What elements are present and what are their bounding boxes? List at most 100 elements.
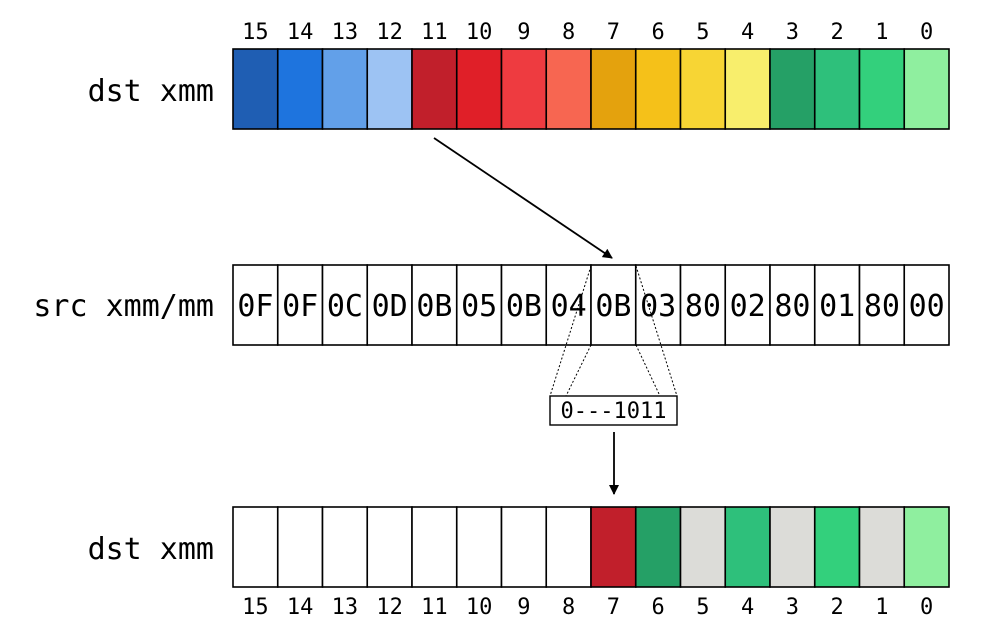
src-byte-14 bbox=[276, 264, 324, 346]
src-byte-9 bbox=[500, 264, 548, 346]
src-byte-value-2: 01 bbox=[819, 289, 855, 324]
bottom-index-10: 10 bbox=[466, 595, 493, 620]
bottom-index-11: 11 bbox=[421, 595, 448, 620]
top-index-15: 15 bbox=[242, 20, 269, 45]
dst-top-byte-3 bbox=[769, 48, 816, 130]
top-index-13: 13 bbox=[332, 20, 359, 45]
src-byte-value-14: 0F bbox=[282, 289, 318, 324]
bottom-index-5: 5 bbox=[696, 595, 709, 620]
top-index-5: 5 bbox=[696, 20, 709, 45]
src-byte-value-7: 0B bbox=[595, 289, 631, 324]
top-index-2: 2 bbox=[831, 20, 844, 45]
dst-bottom-byte-13 bbox=[321, 506, 369, 588]
bottom-index-2: 2 bbox=[831, 595, 844, 620]
dst-top-byte-9 bbox=[500, 48, 548, 130]
bottom-index-7: 7 bbox=[607, 595, 620, 620]
top-index-10: 10 bbox=[466, 20, 493, 45]
src-byte-0 bbox=[903, 264, 950, 346]
bottom-index-6: 6 bbox=[652, 595, 665, 620]
dst-bottom-byte-9 bbox=[500, 506, 548, 588]
dst-top-byte-15 bbox=[232, 48, 279, 130]
dst-bottom-byte-7 bbox=[590, 506, 637, 588]
top-index-7: 7 bbox=[607, 20, 620, 45]
top-index-11: 11 bbox=[421, 20, 448, 45]
dst-bottom-byte-5 bbox=[679, 506, 727, 588]
src-byte-value-13: 0C bbox=[327, 289, 363, 324]
dst-bottom-byte-6 bbox=[634, 506, 682, 588]
dst-top-byte-5 bbox=[679, 48, 727, 130]
dst-top-byte-11 bbox=[411, 48, 458, 130]
dst-top-byte-13 bbox=[321, 48, 369, 130]
dst-top-byte-8 bbox=[545, 48, 592, 130]
src-byte-value-5: 80 bbox=[685, 289, 721, 324]
dst-bottom-byte-2 bbox=[813, 506, 861, 588]
top-index-1: 1 bbox=[875, 20, 888, 45]
selector-expansion-lines bbox=[549, 265, 678, 397]
dst-top-byte-1 bbox=[858, 48, 906, 130]
top-index-14: 14 bbox=[287, 20, 314, 45]
dst-top-byte-4 bbox=[724, 48, 771, 130]
src-label: src xmm/mm bbox=[33, 289, 214, 324]
src-byte-2 bbox=[813, 264, 861, 346]
dst-bottom-byte-14 bbox=[276, 506, 324, 588]
src-byte-value-0: 00 bbox=[909, 289, 945, 324]
src-byte-value-15: 0F bbox=[237, 289, 273, 324]
bottom-index-12: 12 bbox=[376, 595, 403, 620]
gather-arrow bbox=[433, 137, 613, 259]
selector-bits: 0---1011 bbox=[561, 399, 667, 424]
src-byte-15 bbox=[232, 264, 279, 346]
src-byte-value-12: 0D bbox=[372, 289, 408, 324]
bottom-index-13: 13 bbox=[332, 595, 359, 620]
top-index-8: 8 bbox=[562, 20, 575, 45]
src-byte-value-9: 0B bbox=[506, 289, 542, 324]
top-index-6: 6 bbox=[652, 20, 665, 45]
dst-bottom-byte-4 bbox=[724, 506, 771, 588]
src-byte-value-4: 02 bbox=[730, 289, 766, 324]
src-byte-11 bbox=[411, 264, 458, 346]
dst-top-byte-6 bbox=[634, 48, 682, 130]
src-byte-4 bbox=[724, 264, 771, 346]
src-byte-7 bbox=[590, 264, 637, 346]
dst-bottom-label: dst xmm bbox=[88, 532, 214, 567]
bottom-index-1: 1 bbox=[875, 595, 888, 620]
src-byte-value-8: 04 bbox=[551, 289, 587, 324]
src-byte-10 bbox=[455, 264, 503, 346]
src-byte-value-1: 80 bbox=[864, 289, 900, 324]
dst-top-byte-7 bbox=[590, 48, 637, 130]
src-byte-value-6: 03 bbox=[640, 289, 676, 324]
top-index-9: 9 bbox=[517, 20, 530, 45]
dst-bottom-byte-15 bbox=[232, 506, 279, 588]
bottom-index-3: 3 bbox=[786, 595, 799, 620]
dst-bottom-byte-3 bbox=[769, 506, 816, 588]
top-index-0: 0 bbox=[920, 20, 933, 45]
top-index-12: 12 bbox=[376, 20, 403, 45]
dst-top-byte-14 bbox=[276, 48, 324, 130]
src-byte-3 bbox=[769, 264, 816, 346]
bottom-index-8: 8 bbox=[562, 595, 575, 620]
src-byte-value-10: 05 bbox=[461, 289, 497, 324]
dst-top-byte-2 bbox=[813, 48, 861, 130]
selector-box bbox=[549, 395, 678, 426]
dst-bottom-register bbox=[232, 506, 950, 588]
dst-bottom-byte-11 bbox=[411, 506, 458, 588]
top-index-4: 4 bbox=[741, 20, 754, 45]
bottom-index-4: 4 bbox=[741, 595, 754, 620]
dst-top-byte-0 bbox=[903, 48, 950, 130]
dst-bottom-byte-1 bbox=[858, 506, 906, 588]
dst-bottom-byte-12 bbox=[366, 506, 413, 588]
dst-top-byte-12 bbox=[366, 48, 413, 130]
dst-bottom-byte-0 bbox=[903, 506, 950, 588]
dst-bottom-byte-8 bbox=[545, 506, 592, 588]
top-index-3: 3 bbox=[786, 20, 799, 45]
dst-top-byte-10 bbox=[455, 48, 503, 130]
bottom-index-0: 0 bbox=[920, 595, 933, 620]
src-byte-6 bbox=[634, 264, 682, 346]
src-byte-value-3: 80 bbox=[774, 289, 810, 324]
dst-top-register bbox=[232, 48, 950, 130]
bottom-index-14: 14 bbox=[287, 595, 314, 620]
src-byte-8 bbox=[545, 264, 592, 346]
